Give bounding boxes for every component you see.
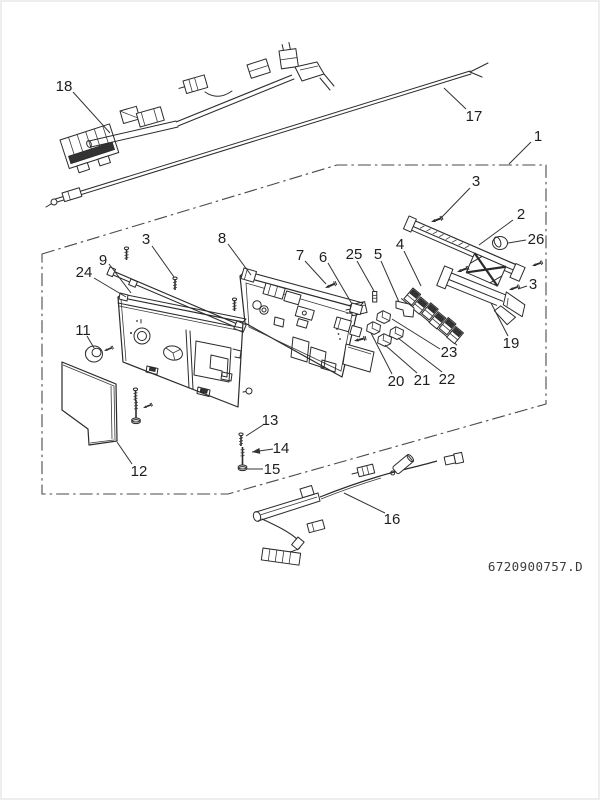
part-24-front-panel [117,292,253,408]
callout-17: 17 [466,108,483,125]
callout-9: 9 [99,252,107,269]
callout-leader-17 [443,87,467,110]
callout-24: 24 [76,264,93,281]
callout-25: 25 [346,246,363,263]
callout-3: 3 [142,231,150,248]
callout-leader-5 [380,260,400,303]
callout-leader-26 [507,239,527,244]
callout-4: 4 [396,236,404,253]
callout-leader-9 [108,263,132,294]
callout-6: 6 [319,249,327,266]
callout-leader-3 [440,187,471,219]
callout-14: 14 [273,440,290,457]
callout-leader-12 [116,441,133,465]
callout-15: 15 [264,461,281,478]
part-25-pin [372,291,378,303]
callout-2: 2 [517,206,525,223]
document-code: 6720900757.D [488,559,583,574]
part-17-cable [45,62,489,208]
callout-leader-2 [478,219,514,246]
part-19-support-bracket [436,265,526,326]
callout-leader-6 [327,262,353,305]
callout-11: 11 [75,322,91,339]
callout-leader-11 [86,335,95,349]
callout-12: 12 [131,463,148,480]
callout-13: 13 [262,412,279,429]
part-7-screw [323,280,338,291]
callout-leader-16 [343,492,386,514]
callout-22: 22 [439,371,456,388]
callout-19: 19 [503,335,520,352]
callout-23: 23 [441,344,458,361]
part-18-upper-wiring-harness [59,42,335,174]
callout-leader-24 [93,277,127,298]
callout-leader-21 [384,344,418,374]
part-2-mounting-rail [402,215,526,287]
callout-leader-18 [72,91,111,134]
part-8-control-panel-frame [239,267,375,378]
callout-leader-19 [490,302,509,337]
screws-13-15 [237,432,248,472]
callout-leader-4 [403,250,422,287]
part-16-lower-wiring-harness [252,451,465,566]
callout-leader-14 [251,447,274,454]
part-11-control-knob [84,344,115,363]
callout-26: 26 [528,231,545,248]
callout-5: 5 [374,246,382,263]
callout-18: 18 [56,78,73,95]
callout-leader-1 [508,141,532,165]
callout-leader-25 [356,260,375,292]
callout-leader-20 [370,332,393,375]
callout-21: 21 [414,372,431,389]
callout-3: 3 [529,276,537,293]
callout-20: 20 [388,373,405,390]
callout-16: 16 [384,511,401,528]
callout-7: 7 [296,247,304,264]
callout-8: 8 [218,230,226,247]
callout-leader-7 [304,260,327,285]
callout-leader-3 [517,285,528,290]
part-5-bracket [395,300,415,318]
callout-leader-8 [227,243,252,276]
screws-front-panel [130,387,154,425]
part-12-cover-panel [61,361,118,446]
callout-leader-3 [151,245,175,278]
callout-leader-13 [245,424,264,437]
callout-leader-22 [397,337,443,373]
callout-1: 1 [534,128,542,145]
part-1-assembly-boundary [41,164,547,495]
callout-3: 3 [472,173,480,190]
callout-leader-23 [391,318,441,350]
